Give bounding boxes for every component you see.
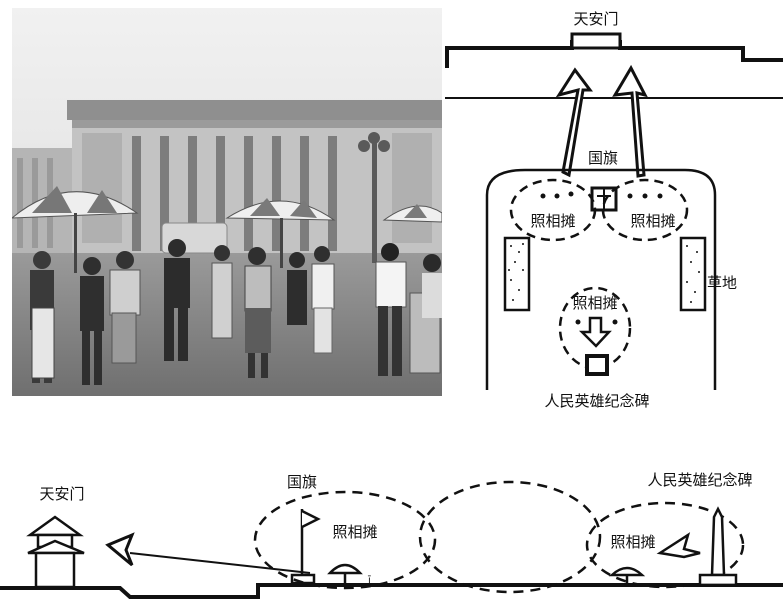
crowd: [30, 239, 442, 385]
plan-monument-label: 人民英雄纪念碑: [544, 392, 649, 410]
photo-scene: [12, 8, 442, 396]
grass-patch: [503, 236, 707, 312]
section-stall-zone-right: [585, 501, 745, 589]
section-gate-label: 天安门: [39, 485, 84, 503]
center-stall-dots: [575, 319, 618, 325]
umbrella-icon-right: [608, 566, 646, 585]
plan-grass-label: 草地: [707, 274, 737, 292]
arrow-head-icon: [105, 532, 135, 567]
section-stall-left-label: 照相摊: [332, 523, 377, 541]
gate-building: [570, 32, 622, 50]
monument-icon: [585, 354, 609, 376]
umbrella-center: [225, 198, 336, 268]
plan-stall-right-label: 照相摊: [630, 212, 675, 230]
flag-icon: [290, 509, 321, 585]
section-flag-label: 国旗: [287, 473, 317, 491]
monument-tower-icon: [696, 506, 740, 587]
plan-stall-center-label: 照相摊: [572, 294, 617, 312]
section-sketch: 天安门 国旗 照相摊 ī 照相摊 人民英雄纪念碑: [0, 425, 783, 611]
down-arrow-icon: [578, 316, 612, 348]
square-outline: [485, 168, 717, 390]
umbrella-left: [12, 186, 139, 273]
umbrella-right: [382, 204, 442, 223]
umbrella-icon: [327, 563, 363, 585]
plan-drawing: 天安门 国旗 照相摊 照相摊: [445, 10, 783, 410]
section-stall-zone-left: [253, 490, 437, 590]
section-open-zone: [418, 480, 602, 594]
arrow-right-icon: [656, 532, 701, 559]
flag-pole-icon: [597, 188, 611, 210]
lamp-post: [358, 132, 390, 263]
stall-figure-icon: ī: [367, 575, 371, 586]
arrow-icon: [555, 64, 648, 178]
photo-stall-zone-left: [509, 178, 597, 242]
square-photograph: [12, 8, 442, 396]
section-stall-right-label: 照相摊: [610, 533, 655, 551]
section-monument-label: 人民英雄纪念碑: [647, 471, 752, 489]
ground-line: [0, 583, 783, 599]
plan-stall-left-label: 照相摊: [530, 212, 575, 230]
arrow-line: [129, 552, 311, 574]
plan-sketch: 天安门 国旗 照相摊 照相摊: [445, 0, 783, 420]
plan-gate-label: 天安门: [573, 10, 618, 28]
plan-flag-label: 国旗: [588, 149, 618, 167]
photo-stall-zone-center: [558, 286, 632, 370]
stall-dots: [540, 191, 663, 199]
photo-stall-zone-right: [601, 178, 689, 242]
gate-tower-icon: [26, 515, 85, 589]
section-drawing: 天安门 国旗 照相摊 ī 照相摊 人民英雄纪念碑: [0, 471, 783, 599]
